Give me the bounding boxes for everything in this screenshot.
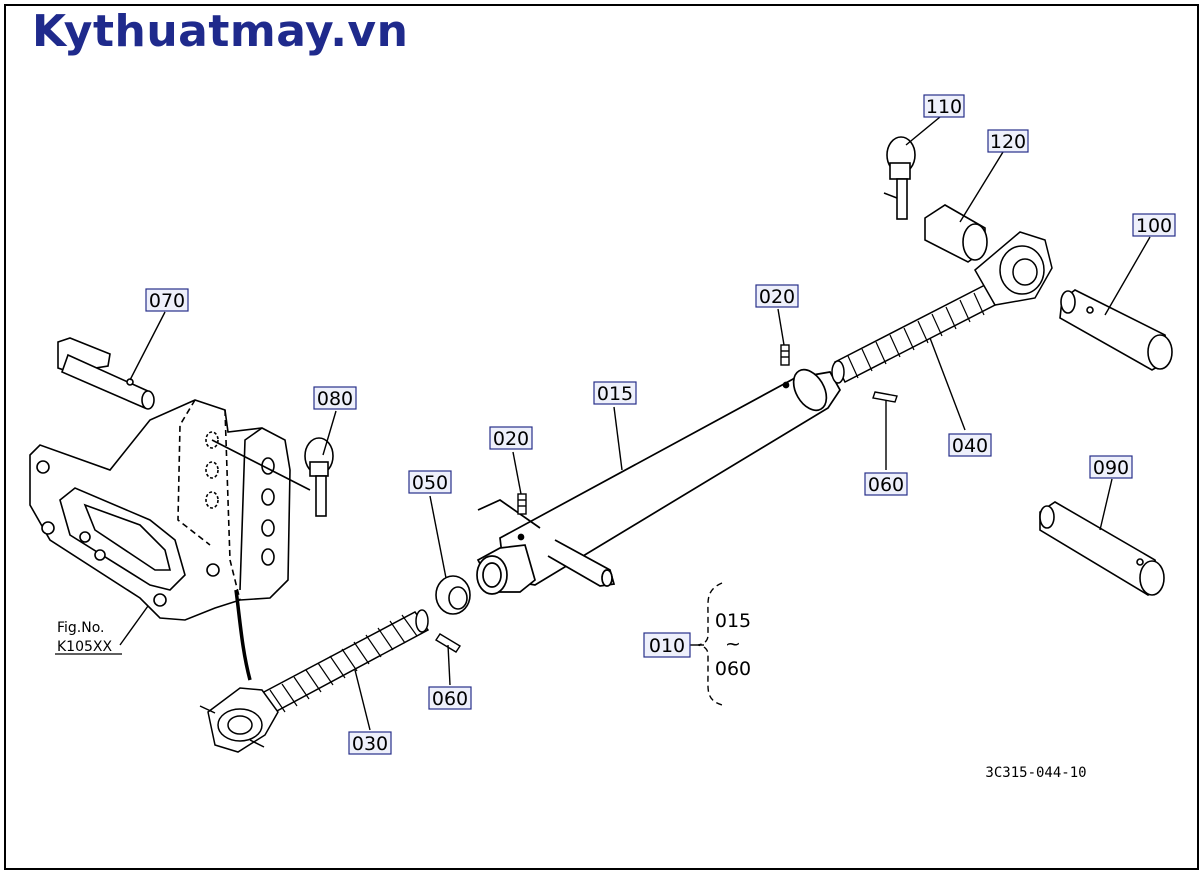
grease-nipple-020-right [780,344,790,366]
callout-080: 080 [313,386,357,410]
figure-ref-line1: Fig.No. [57,620,105,636]
assembly-brace [697,582,723,706]
callout-050: 050 [408,470,452,494]
callout-070: 070 [145,288,189,312]
callout-110-label: 110 [926,96,962,118]
pin-090 [1039,501,1165,596]
assembly-range-to: 060 [715,658,751,680]
mounting-bracket [29,399,291,621]
pin-080 [211,437,334,517]
callout-040-label: 040 [952,435,988,457]
callout-100-label: 100 [1136,215,1172,237]
link-body-015 [476,368,841,595]
callout-070-label: 070 [149,290,185,312]
callout-060-upper: 060 [864,472,908,496]
callout-060-upper-label: 060 [868,474,904,496]
callout-120-label: 120 [990,131,1026,153]
callout-050-label: 050 [412,472,448,494]
callout-080-label: 080 [317,388,353,410]
drawing-number: 3C315-044-10 [985,765,1086,781]
ring-pin-110 [883,136,916,220]
callout-020-left-label: 020 [493,428,529,450]
callout-010: 010 [643,632,691,658]
assembly-range-tilde: ~ [725,633,741,655]
pin-060-upper [872,391,898,403]
grease-nipple-020-left [517,493,527,515]
cable [234,589,252,681]
threaded-rod-030 [199,609,430,753]
site-title: Kythuatmay.vn [32,6,409,57]
callout-030-label: 030 [352,733,388,755]
callout-120: 120 [987,129,1029,153]
collar-120 [924,204,988,263]
callout-020-right: 020 [755,284,799,308]
callout-015: 015 [593,381,637,405]
callout-015-label: 015 [597,383,633,405]
callout-090-label: 090 [1093,457,1129,479]
callout-010-label: 010 [649,635,685,657]
diagram-border [4,4,1199,870]
assembly-range-from: 015 [715,610,751,632]
callout-020-left: 020 [489,426,533,450]
callout-030: 030 [348,731,392,755]
threaded-rod-040 [831,231,1053,384]
callout-020-right-label: 020 [759,286,795,308]
callout-110: 110 [923,94,965,118]
callout-060-lower: 060 [428,686,472,710]
pin-100 [1059,289,1173,371]
callout-040: 040 [948,433,992,457]
callout-090: 090 [1089,455,1133,479]
figure-ref-line2: K105XX [57,639,112,655]
callout-060-lower-label: 060 [432,688,468,710]
pin-070 [57,337,155,410]
pin-060-lower [435,633,461,653]
callout-100: 100 [1132,213,1176,237]
nut-050 [435,575,471,615]
